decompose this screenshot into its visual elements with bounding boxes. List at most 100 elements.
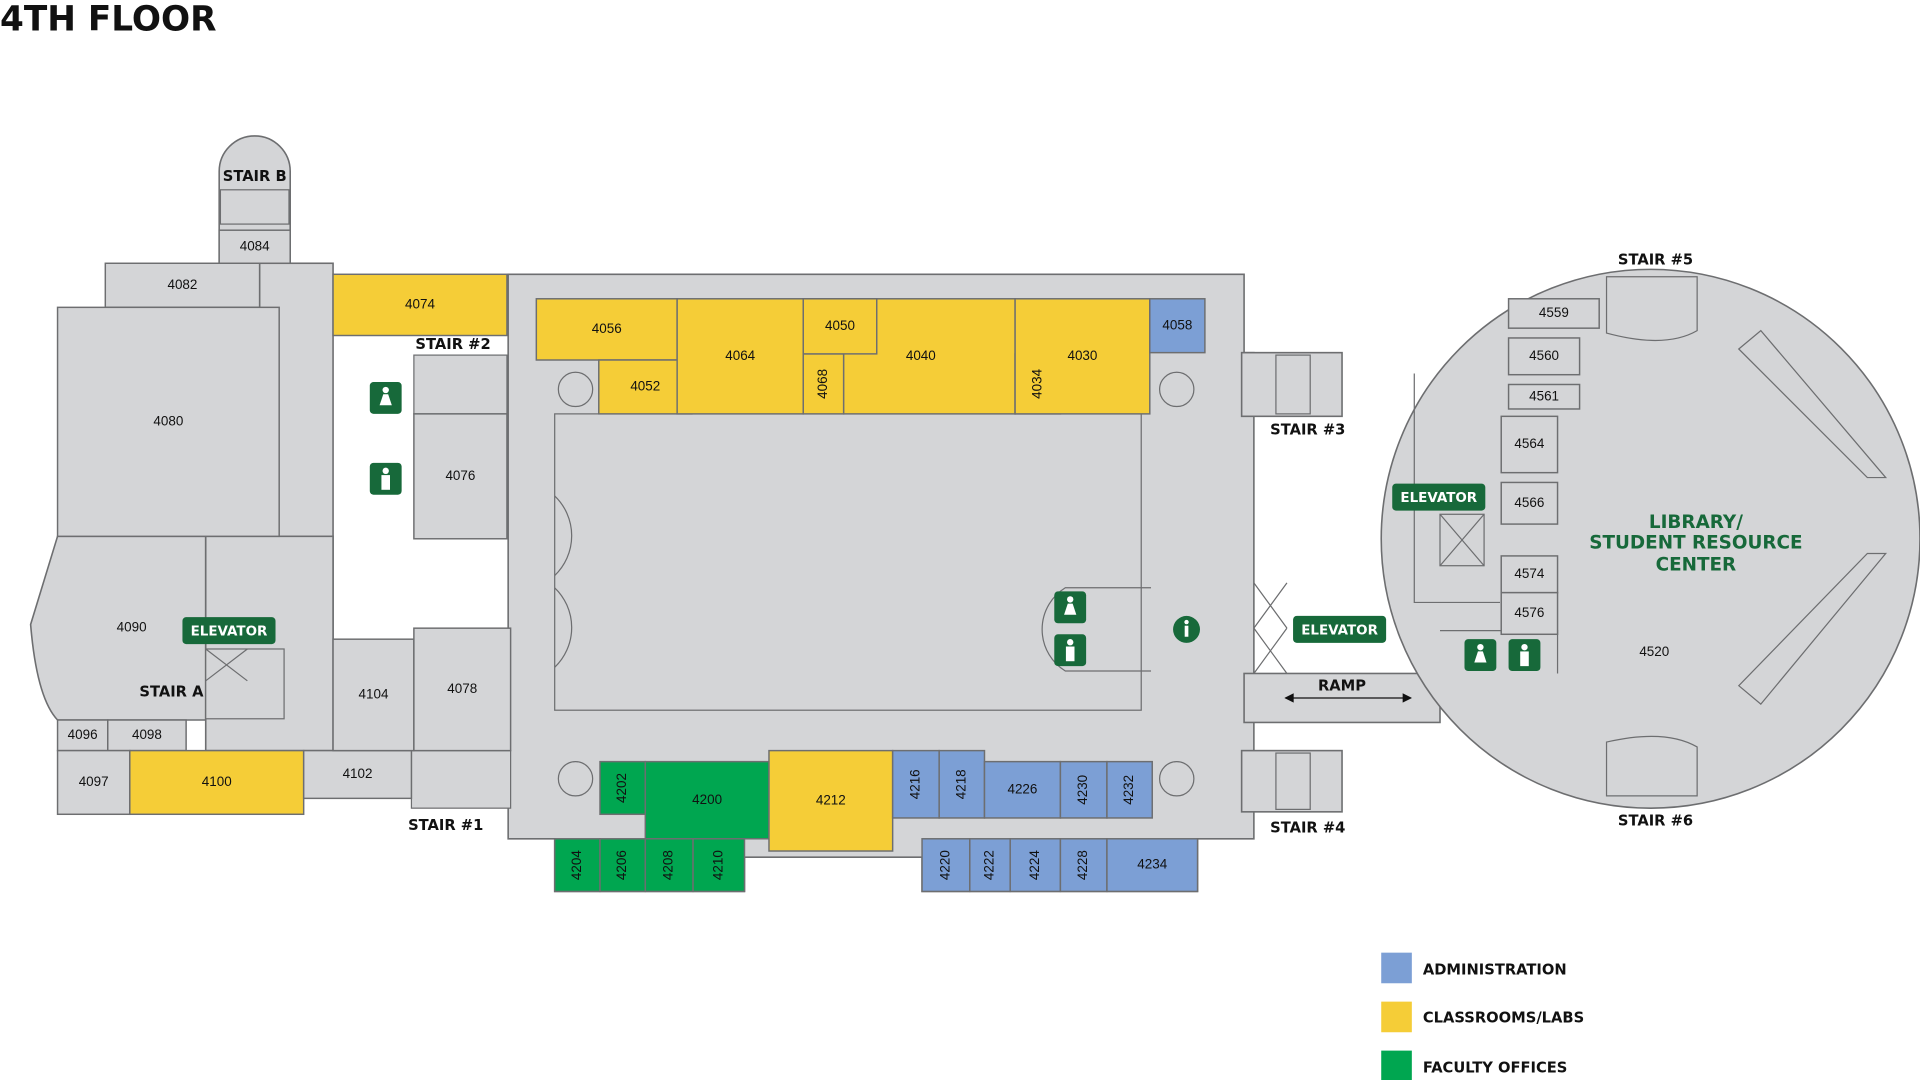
room-label: 4520: [1639, 644, 1669, 659]
room-4102[interactable]: [302, 749, 413, 800]
room-4234[interactable]: [1106, 838, 1199, 893]
room-4566[interactable]: [1500, 481, 1559, 525]
restroom-women-icon: [369, 382, 402, 414]
legend-label: ADMINISTRATION: [1423, 962, 1567, 979]
room-4204[interactable]: [553, 838, 601, 893]
room-4064[interactable]: [676, 298, 805, 415]
restroom-women-icon: [1054, 591, 1087, 624]
room-label: 4034: [1029, 368, 1044, 398]
elevator-badge: ELEVATOR: [182, 617, 276, 645]
ramp-label: RAMP: [1318, 678, 1366, 695]
elevator-badge: ELEVATOR: [1392, 483, 1486, 511]
stair-3-label: STAIR #3: [1270, 422, 1345, 439]
room-4230[interactable]: [1059, 760, 1108, 819]
room-label: 4096: [68, 727, 98, 742]
room-label: 4202: [614, 773, 629, 803]
room-label: 4100: [202, 774, 232, 789]
room-label: 4220: [937, 850, 952, 880]
room-label: 4560: [1529, 348, 1559, 363]
room-label: 4078: [447, 681, 477, 696]
room-4076[interactable]: [413, 413, 508, 540]
stair-6-label: STAIR #6: [1618, 812, 1693, 829]
room-label: 4084: [240, 238, 270, 253]
room-4058[interactable]: [1149, 298, 1206, 354]
room-4560[interactable]: [1507, 337, 1581, 376]
stair-4-label: STAIR #4: [1270, 820, 1345, 837]
room-label: 4104: [359, 686, 389, 701]
room-4104[interactable]: [332, 638, 415, 752]
library-label-2: STUDENT RESOURCE: [1589, 533, 1802, 554]
room-label: 4082: [167, 277, 197, 292]
room-label: 4064: [725, 348, 755, 363]
library-label-3: CENTER: [1656, 555, 1737, 576]
room-4074[interactable]: [332, 273, 508, 337]
room-label: 4200: [692, 792, 722, 807]
room-4224[interactable]: [1009, 838, 1062, 893]
rooms-layer: [56, 229, 1600, 893]
room-label: 4226: [1007, 781, 1037, 796]
legend: ADMINISTRATION CLASSROOMS/LABS FACULTY O…: [1381, 952, 1584, 1080]
library-label-1: LIBRARY/: [1649, 512, 1743, 533]
stairwells: [205, 189, 1698, 811]
room-4216[interactable]: [891, 749, 940, 819]
room-4561[interactable]: [1507, 383, 1581, 410]
room-4030[interactable]: [1014, 298, 1151, 415]
room-4080[interactable]: [56, 306, 280, 538]
stair-b-label: STAIR B: [223, 168, 287, 185]
room-4202[interactable]: [599, 760, 647, 816]
room-label: 4234: [1137, 857, 1167, 872]
restroom-women-icon: [1464, 639, 1497, 672]
room-4084[interactable]: [218, 229, 291, 264]
room-label: 4058: [1162, 317, 1192, 332]
room-label: 4074: [405, 296, 435, 311]
stair-1-label: STAIR #1: [408, 817, 483, 834]
room-label: 4230: [1075, 775, 1090, 805]
room-label: 4212: [816, 792, 846, 807]
room-label: 4566: [1514, 495, 1544, 510]
room-4576[interactable]: [1500, 591, 1559, 636]
room-4574[interactable]: [1500, 555, 1559, 594]
room-4212[interactable]: [768, 749, 894, 852]
stair-a-label: STAIR A: [139, 684, 204, 701]
room-4559[interactable]: [1507, 298, 1600, 329]
room-4210[interactable]: [692, 838, 746, 893]
room-4232[interactable]: [1106, 760, 1153, 819]
room-label: 4056: [592, 321, 622, 336]
stair-2-label: STAIR #2: [415, 336, 490, 353]
elevator-label: ELEVATOR: [1301, 623, 1378, 638]
elevator-badge: ELEVATOR: [1293, 615, 1387, 643]
room-label: 4218: [953, 769, 968, 799]
room-label: 4208: [661, 850, 676, 880]
restroom-men-icon: [369, 462, 402, 495]
room-label: 4030: [1067, 348, 1097, 363]
room-4052[interactable]: [598, 359, 693, 415]
room-label: 4216: [907, 769, 922, 799]
room-label: 4564: [1514, 436, 1544, 451]
room-label: 4080: [153, 413, 183, 428]
room-4100[interactable]: [129, 749, 305, 816]
room-4082[interactable]: [104, 262, 261, 309]
room-4078[interactable]: [413, 627, 512, 752]
page-title: 4TH FLOOR: [0, 0, 217, 40]
elevator-label: ELEVATOR: [1400, 491, 1477, 506]
restroom-men-icon: [1508, 639, 1541, 672]
info-icon: [1173, 615, 1200, 643]
room-4228[interactable]: [1059, 838, 1108, 893]
legend-swatch-administration: [1381, 952, 1412, 984]
room-label: 4090: [117, 620, 147, 635]
room-4206[interactable]: [599, 838, 647, 893]
room-label: 4574: [1514, 566, 1544, 581]
room-4564[interactable]: [1500, 415, 1559, 474]
room-label: 4210: [710, 850, 725, 880]
room-label: 4098: [132, 727, 162, 742]
legend-label: CLASSROOMS/LABS: [1423, 1009, 1584, 1026]
room-4226[interactable]: [983, 760, 1062, 819]
room-4220[interactable]: [921, 838, 971, 893]
restroom-men-icon: [1054, 634, 1087, 667]
room-label: 4068: [815, 369, 830, 399]
room-4200[interactable]: [644, 760, 770, 840]
room-label: 4206: [614, 850, 629, 880]
room-4097[interactable]: [56, 749, 131, 816]
